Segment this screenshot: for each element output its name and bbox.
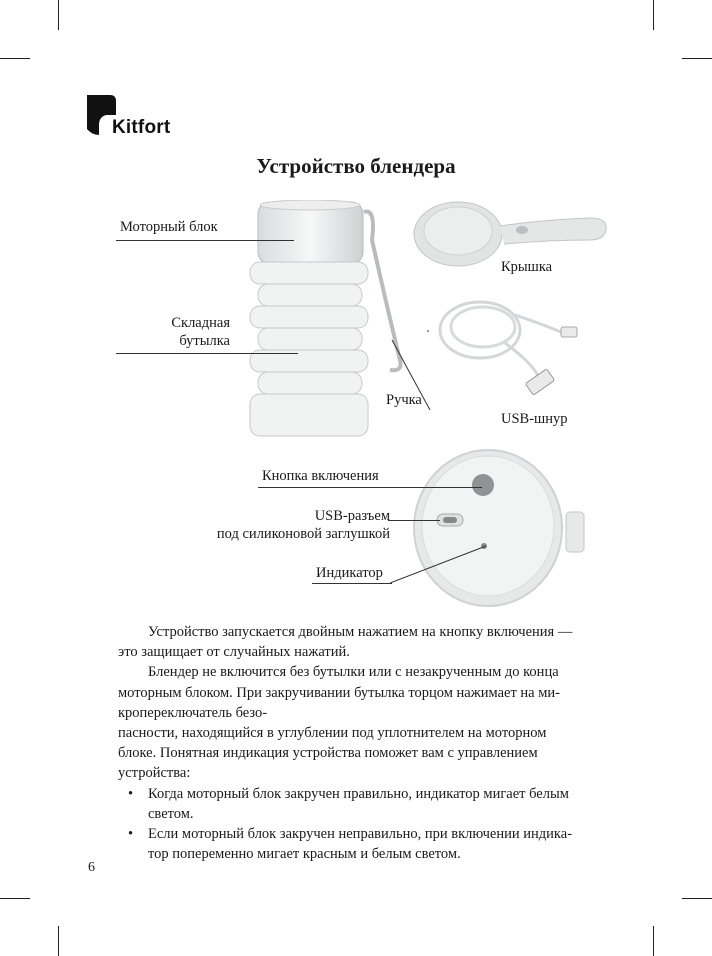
leader-line: [116, 353, 298, 354]
leader-line: [312, 583, 392, 584]
leader-line: [388, 520, 440, 521]
crop-mark: [653, 0, 654, 30]
label-foldable-bottle-line1: Складная: [120, 314, 230, 332]
paragraph: это защищает от случайных нажатий.: [118, 642, 618, 662]
crop-mark: [682, 898, 712, 899]
label-usb-cable: USB-шнур: [501, 410, 567, 428]
body-text: Устройство запускается двойным нажатием …: [118, 622, 618, 864]
crop-mark: [58, 0, 59, 30]
list-item-line: светом.: [148, 804, 618, 824]
leader-line: [116, 240, 294, 241]
label-usb-port-line1: USB-разъем: [190, 507, 390, 525]
brand-logo: Kitfort: [86, 95, 186, 137]
motor-block-bottom-image: [412, 442, 592, 612]
usb-cable-image: [435, 285, 595, 405]
label-foldable-bottle-line2: бутылка: [120, 332, 230, 350]
paragraph: Устройство запускается двойным нажатием …: [118, 622, 618, 642]
paragraph: пасности, находящийся в углублении под у…: [118, 723, 618, 743]
label-indicator: Индикатор: [316, 564, 383, 582]
crop-mark: [682, 58, 712, 59]
brand-name: Kitfort: [112, 117, 170, 139]
crop-mark: [0, 898, 30, 899]
leader-line: [258, 487, 482, 488]
paragraph: кропереключатель безо-: [118, 703, 618, 723]
label-motor-block: Моторный блок: [120, 218, 218, 236]
page-number: 6: [88, 860, 95, 876]
bullet-list: Когда моторный блок закручен правильно, …: [118, 784, 618, 865]
list-item-line: Если моторный блок закручен неправильно,…: [148, 824, 618, 844]
crop-mark: [0, 58, 30, 59]
paragraph: моторным блоком. При закручивании бутылк…: [118, 683, 618, 703]
label-usb-port-line2: под силиконовой заглушкой: [190, 525, 390, 543]
label-foldable-bottle: Складная бутылка: [120, 314, 230, 350]
crop-mark: [58, 926, 59, 956]
list-item: Когда моторный блок закручен правильно, …: [118, 784, 618, 824]
bottle-blender-image: [240, 200, 410, 440]
paragraph: Блендер не включится без бутылки или с н…: [118, 662, 618, 682]
label-lid: Крышка: [501, 258, 552, 276]
list-item-line: тор попеременно мигает красным и белым с…: [148, 844, 618, 864]
paragraph: устройства:: [118, 763, 618, 783]
list-item-line: Когда моторный блок закручен правильно, …: [148, 784, 618, 804]
leader-line: [386, 330, 436, 410]
list-item: Если моторный блок закручен неправильно,…: [118, 824, 618, 864]
page-title: Устройство блендера: [0, 154, 712, 179]
paragraph: блоке. Понятная индикация устройства пом…: [118, 743, 618, 763]
crop-mark: [653, 926, 654, 956]
label-usb-port: USB-разъем под силиконовой заглушкой: [190, 507, 390, 543]
leader-line: [390, 544, 490, 584]
label-power-button: Кнопка включения: [262, 467, 379, 485]
